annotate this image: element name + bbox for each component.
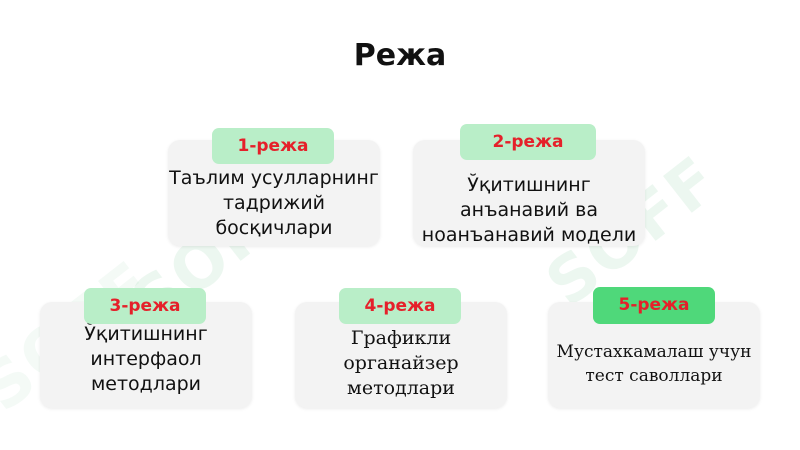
plan-label-1: 1-режа: [212, 128, 334, 164]
plan-card-1-line-3: босқичлари: [215, 217, 333, 239]
plan-card-3-line-1: Ўқитишнинг: [84, 323, 208, 345]
plan-card-4: Графикли органайзер методлари: [295, 302, 507, 408]
plan-card-3-line-2: интерфаол: [90, 348, 202, 370]
plan-card-2-line-3: ноанъанавий модели: [421, 224, 637, 246]
plan-card-2-text: Ўқитишнинг анъанавий ва ноанъанавий моде…: [413, 173, 645, 248]
plan-card-4-text: Графикли органайзер методлари: [295, 326, 507, 401]
plan-card-3-line-3: методлари: [90, 373, 202, 395]
plan-card-5-line-2: тест саволлари: [585, 366, 723, 386]
plan-card-3: Ўқитишнинг интерфаол методлари: [40, 302, 252, 408]
plan-card-1-text: Таълим усулларнинг тадрижий босқичлари: [168, 166, 380, 241]
plan-label-4: 4-режа: [339, 288, 461, 324]
plan-card-5-text: Мустахкамалаш учун тест саволлари: [548, 340, 760, 388]
plan-label-2: 2-режа: [460, 124, 596, 160]
plan-card-4-line-2: органайзер: [343, 352, 459, 374]
plan-label-5: 5-режа: [593, 287, 715, 324]
plan-card-4-line-1: Графикли: [350, 327, 452, 349]
plan-card-5-line-1: Мустахкамалаш учун: [556, 342, 752, 362]
plan-card-1-line-2: тадрижий: [222, 192, 326, 214]
plan-label-3: 3-режа: [84, 288, 206, 324]
plan-card-2-line-2: анъанавий ва: [460, 199, 598, 221]
plan-card-1-line-1: Таълим усулларнинг: [169, 167, 379, 189]
plan-card-2: Ўқитишнинг анъанавий ва ноанъанавий моде…: [413, 140, 645, 246]
page-title: Режа: [353, 38, 447, 73]
plan-card-3-text: Ўқитишнинг интерфаол методлари: [40, 322, 252, 397]
plan-card-4-line-3: методлари: [347, 377, 455, 399]
plan-card-2-line-1: Ўқитишнинг: [467, 174, 591, 196]
